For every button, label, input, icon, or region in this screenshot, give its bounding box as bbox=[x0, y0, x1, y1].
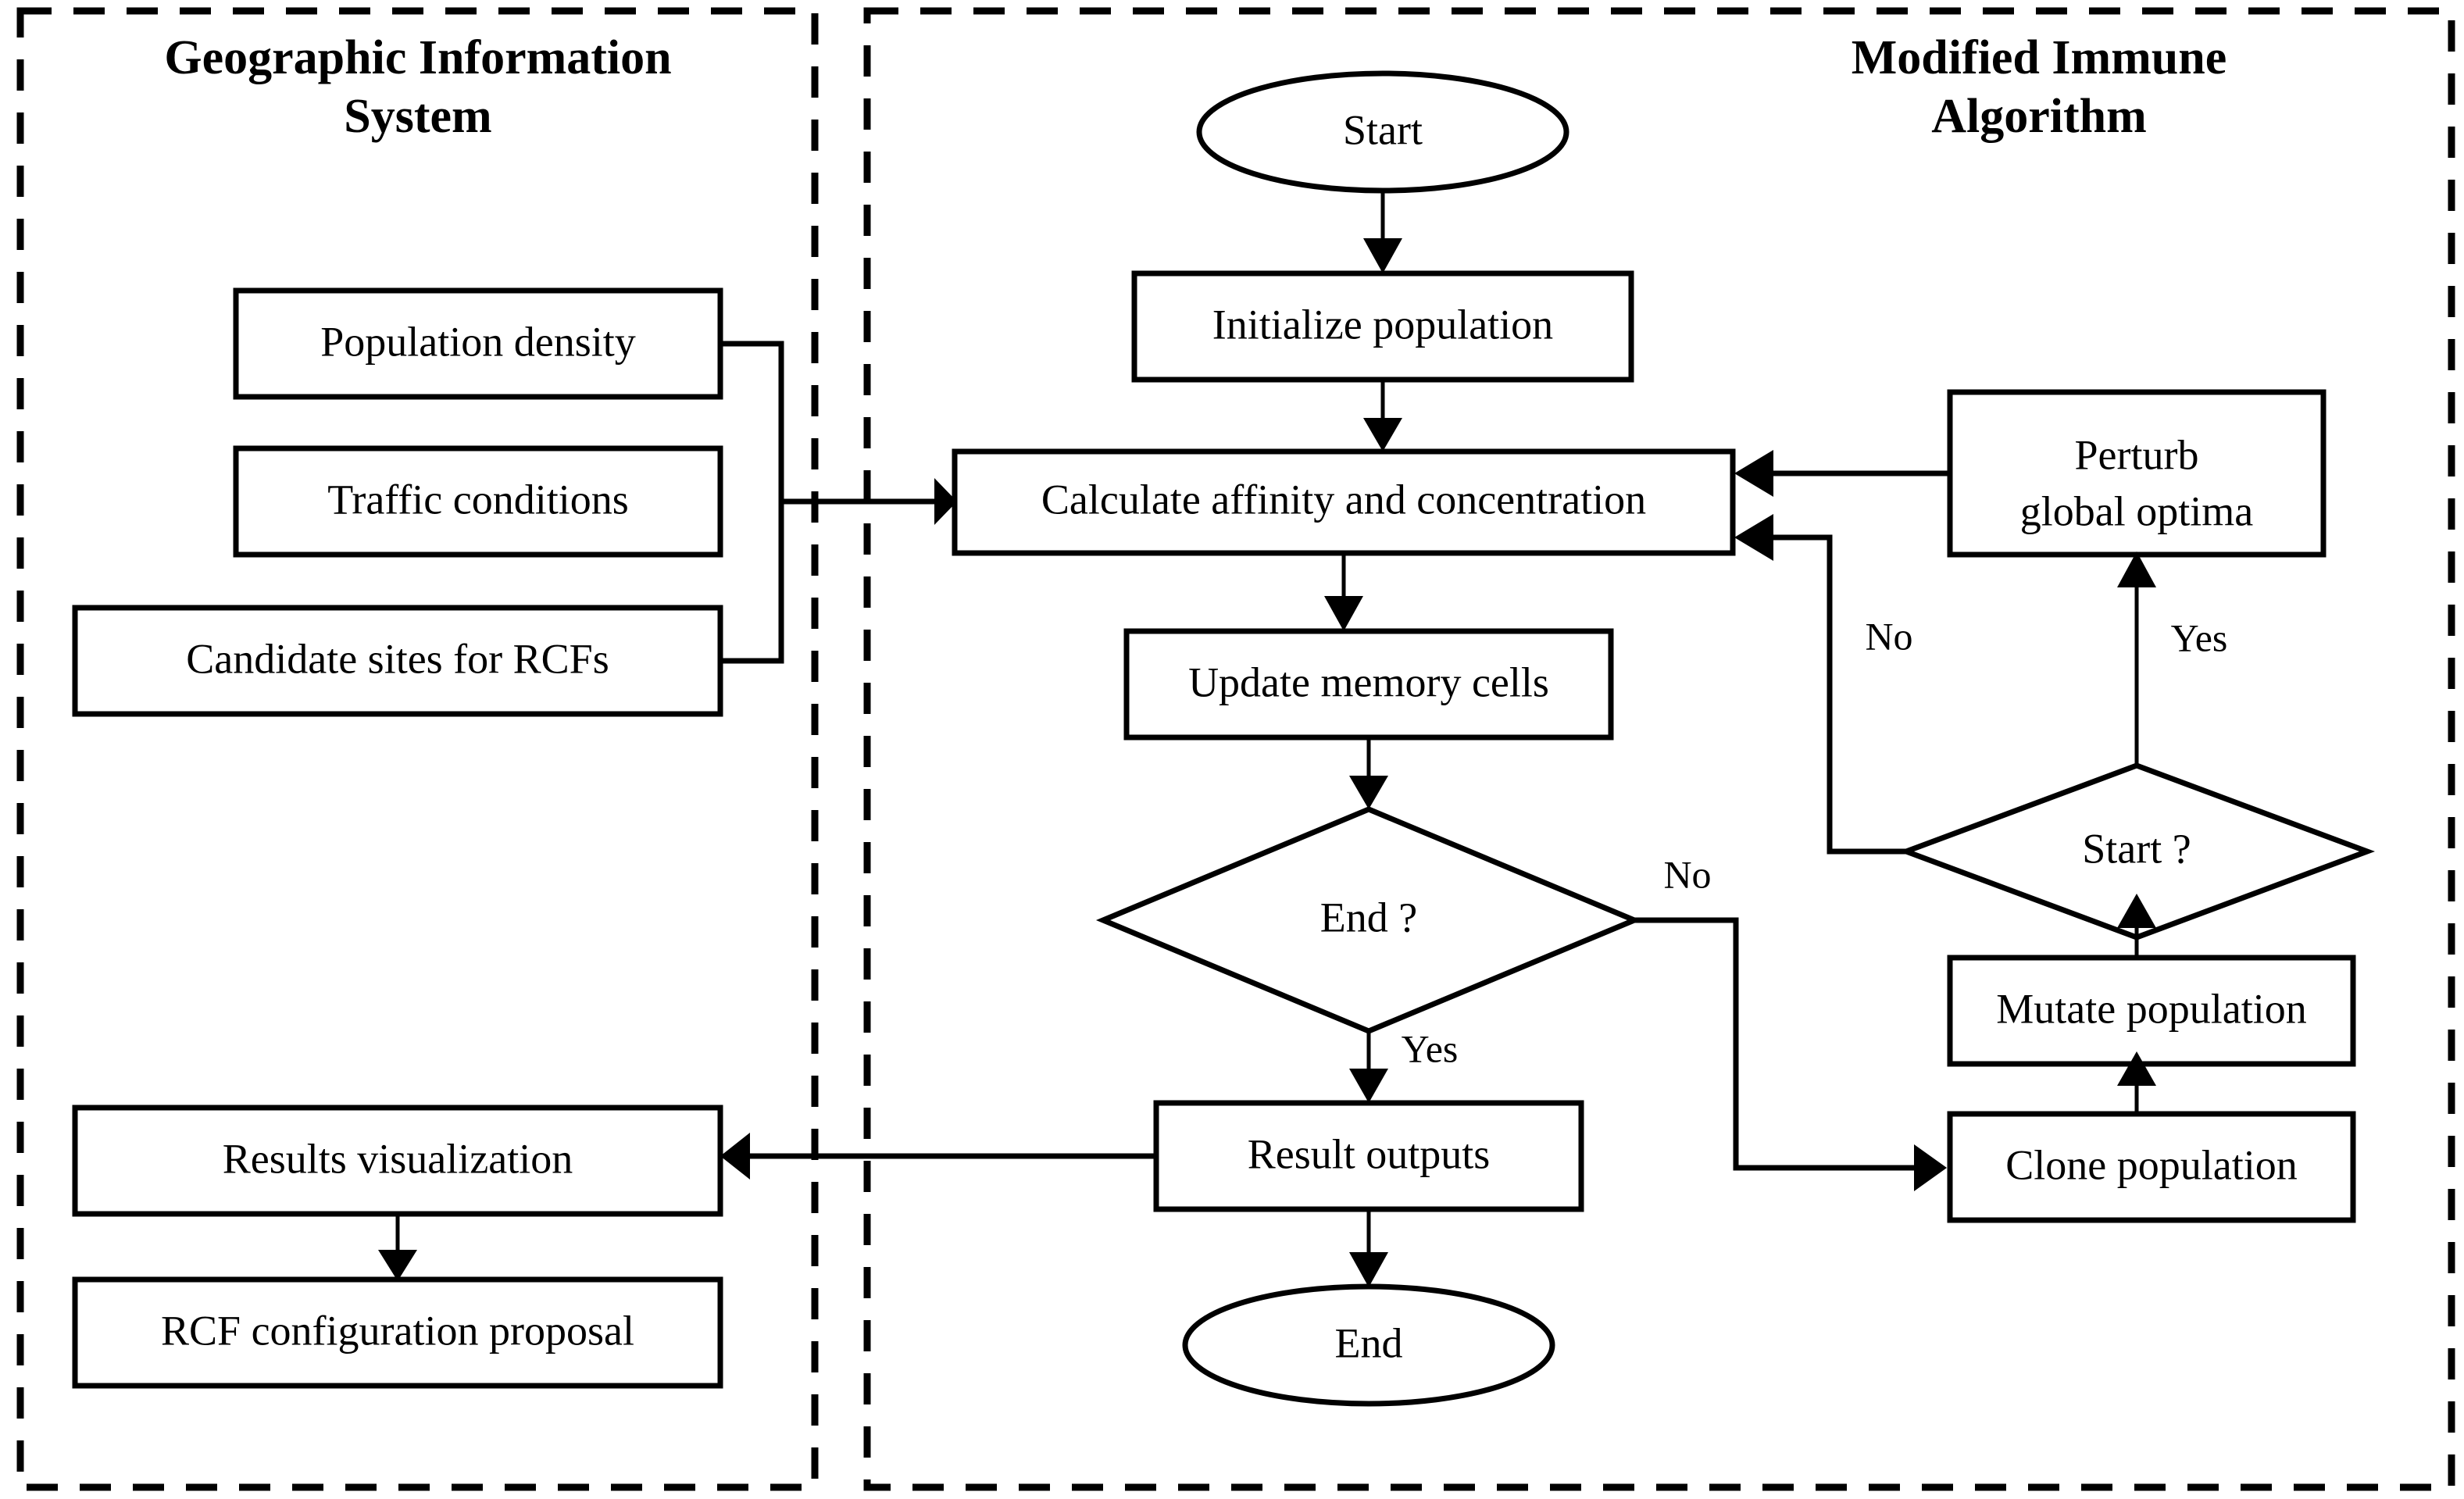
node-perturb-global-optima-label-line1: Perturb bbox=[2075, 431, 2199, 478]
node-results-visualization[interactable] bbox=[72, 1105, 723, 1217]
arrowhead-gis-to-calculate bbox=[934, 478, 957, 525]
edge-label-start-yes: Yes bbox=[2171, 616, 2228, 659]
mia-panel-title-line1: Modified Immune bbox=[1852, 31, 2227, 84]
node-clone-population[interactable] bbox=[1947, 1111, 2356, 1223]
node-update-memory-cells[interactable] bbox=[1123, 628, 1614, 741]
gis-panel-title-line1: Geographic Information bbox=[164, 31, 671, 84]
node-population-density[interactable] bbox=[233, 287, 723, 400]
node-traffic-conditions[interactable] bbox=[233, 445, 723, 558]
arrowhead-startdecision-yes bbox=[2117, 551, 2156, 587]
arrowhead-clone-to-mutate bbox=[2117, 1051, 2156, 1086]
node-candidate-sites-label: Candidate sites for RCFs bbox=[186, 635, 609, 682]
node-clone-population-label: Clone population bbox=[2005, 1141, 2297, 1188]
node-perturb-global-optima[interactable] bbox=[1947, 389, 2327, 558]
gis-panel-title-line2: System bbox=[344, 90, 491, 143]
node-mutate-population[interactable] bbox=[1947, 955, 2356, 1067]
arrowhead-results-to-end bbox=[1349, 1252, 1388, 1287]
node-candidate-sites[interactable] bbox=[72, 605, 723, 717]
node-end[interactable] bbox=[1182, 1283, 1555, 1407]
node-start-decision-label: Start ? bbox=[2082, 825, 2191, 872]
arrowhead-update-to-enddecision bbox=[1349, 776, 1388, 809]
node-result-outputs[interactable] bbox=[1153, 1100, 1584, 1212]
arrowhead-results-to-visualization bbox=[720, 1133, 750, 1180]
arrowhead-enddecision-no-to-clone bbox=[1914, 1144, 1947, 1191]
arrowhead-calculate-to-update bbox=[1324, 596, 1363, 631]
node-rcf-proposal-label: RCF configuration proposal bbox=[161, 1307, 634, 1354]
arrowhead-perturb-to-calculate bbox=[1734, 450, 1773, 497]
node-results-visualization-label: Results visualization bbox=[223, 1135, 573, 1182]
edge-startdecision-no-to-calculate bbox=[1773, 534, 1906, 855]
arrowhead-initialize-to-calculate bbox=[1363, 418, 1402, 451]
mia-panel-title-line2: Algorithm bbox=[1931, 90, 2147, 143]
arrowhead-mutate-to-startdecision bbox=[2117, 894, 2156, 928]
node-result-outputs-label: Result outputs bbox=[1248, 1130, 1491, 1177]
gis-panel-border bbox=[16, 7, 819, 1491]
arrowhead-startdecision-no-to-calculate bbox=[1734, 514, 1773, 561]
edge-gis-bus bbox=[720, 341, 784, 664]
edge-label-end-yes: Yes bbox=[1402, 1026, 1459, 1070]
edge-label-end-no: No bbox=[1663, 852, 1711, 896]
node-update-memory-cells-label: Update memory cells bbox=[1188, 658, 1549, 705]
arrowhead-start-to-initialize bbox=[1363, 238, 1402, 273]
node-mutate-population-label: Mutate population bbox=[1996, 985, 2306, 1032]
mia-panel-border bbox=[863, 7, 2455, 1491]
edge-enddecision-no-to-clone bbox=[1634, 917, 1914, 1171]
node-calculate-affinity[interactable] bbox=[952, 448, 1736, 556]
arrowhead-enddecision-yes bbox=[1349, 1069, 1388, 1103]
node-end-decision-label: End ? bbox=[1320, 894, 1417, 940]
node-perturb-global-optima-label-line2: global optima bbox=[2020, 487, 2253, 534]
node-calculate-affinity-label: Calculate affinity and concentration bbox=[1041, 476, 1646, 523]
node-start-label: Start bbox=[1343, 106, 1423, 153]
node-population-density-label: Population density bbox=[320, 318, 636, 365]
node-end-label: End bbox=[1335, 1319, 1403, 1366]
arrowhead-visualization-to-proposal bbox=[378, 1250, 417, 1281]
node-traffic-conditions-label: Traffic conditions bbox=[327, 476, 629, 523]
node-initialize-population[interactable] bbox=[1131, 270, 1634, 383]
edge-label-start-no: No bbox=[1865, 614, 1912, 658]
node-initialize-population-label: Initialize population bbox=[1212, 301, 1553, 348]
